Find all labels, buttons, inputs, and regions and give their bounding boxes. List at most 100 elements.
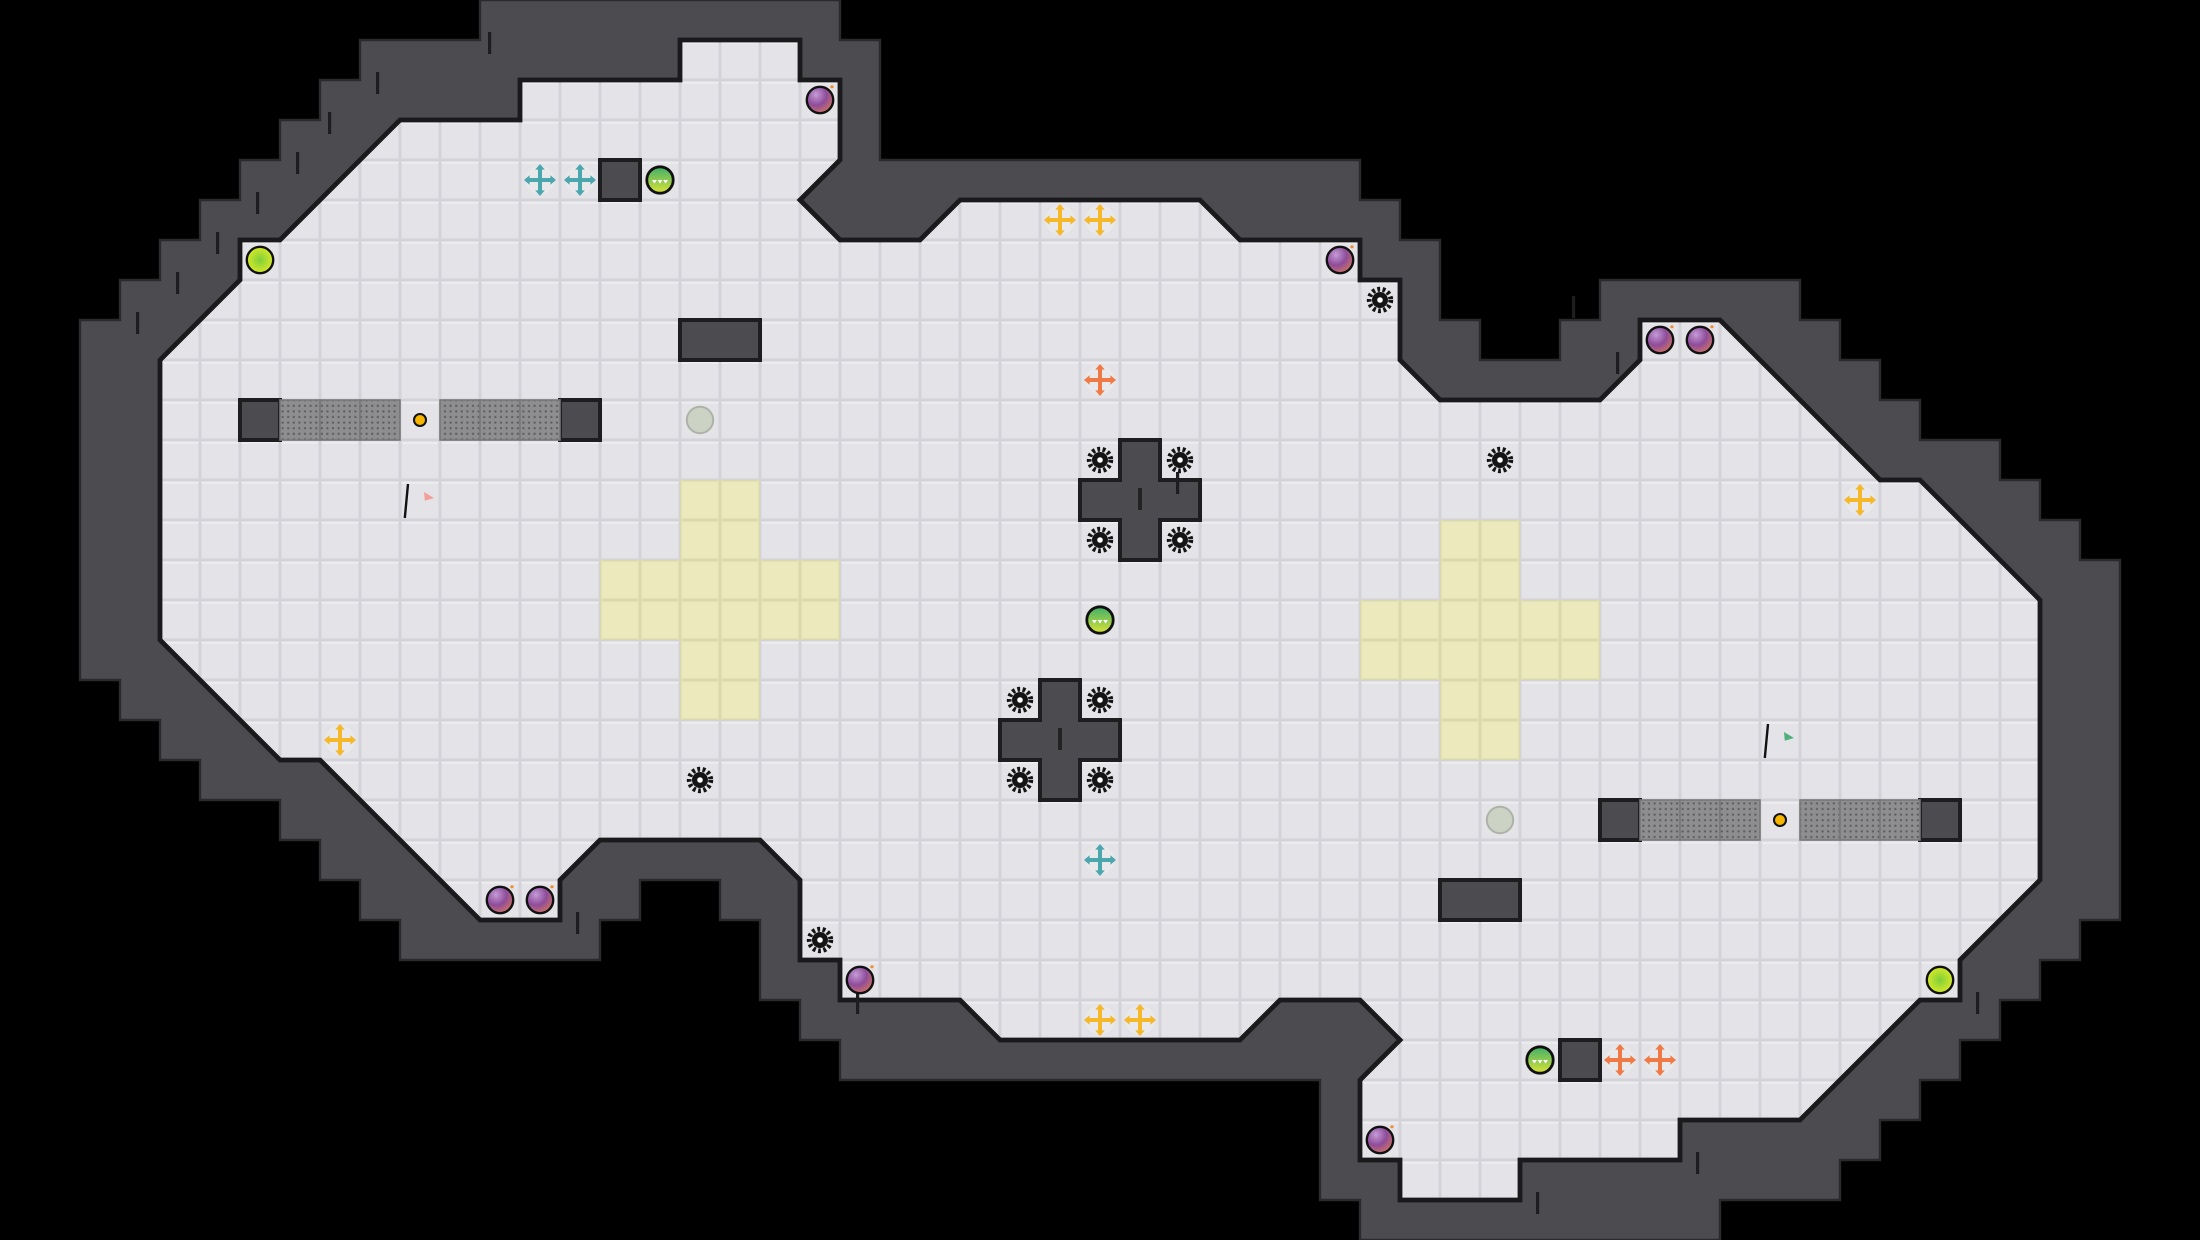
gear-hole <box>1177 457 1183 463</box>
yellow-ball-icon[interactable] <box>245 245 275 275</box>
grate <box>1879 799 1921 841</box>
cross-arms <box>1086 366 1114 394</box>
gear-hole <box>697 777 703 783</box>
bomb-body <box>1645 325 1675 355</box>
grate <box>1639 799 1681 841</box>
green-ball-icon[interactable] <box>1525 1045 1555 1075</box>
gear-icon <box>1086 686 1114 714</box>
cross-mover-yellow-icon[interactable] <box>1124 1004 1156 1036</box>
gear-hole <box>1097 537 1103 543</box>
green-ball-icon[interactable] <box>1085 605 1115 635</box>
green-ball-teeth <box>1532 1060 1549 1064</box>
gear-icon <box>1006 686 1034 714</box>
switch-circle[interactable] <box>685 405 715 435</box>
green-ball-teeth <box>652 180 668 184</box>
cross-mover-yellow-icon[interactable] <box>324 724 356 756</box>
bomb-icon[interactable] <box>845 965 875 995</box>
gear-icon <box>1086 526 1114 554</box>
cross-mover-teal-icon[interactable] <box>524 164 556 196</box>
yellow-ball-icon[interactable] <box>1925 965 1955 995</box>
bomb-icon[interactable] <box>1645 325 1675 355</box>
gear-hole <box>1497 457 1503 463</box>
flag-pole <box>403 483 410 519</box>
gear-teeth <box>806 926 834 954</box>
wall-block <box>558 398 602 442</box>
coin-icon[interactable] <box>1772 813 1787 828</box>
gear-teeth <box>1166 526 1194 554</box>
green-ball-teeth <box>1092 620 1108 624</box>
cross-arms <box>526 166 554 194</box>
highlight-zone <box>600 560 840 640</box>
cross-mover-orange-icon[interactable] <box>1604 1044 1636 1076</box>
bomb-fuse <box>1710 325 1714 329</box>
cross-mover-yellow-icon[interactable] <box>1044 204 1076 236</box>
bomb-fuse <box>1390 1125 1394 1129</box>
cross-mover-teal-icon[interactable] <box>1084 844 1116 876</box>
cross-mover-yellow-icon[interactable] <box>1084 204 1116 236</box>
gear-teeth <box>686 766 714 794</box>
wall-mark <box>488 32 492 54</box>
cross-mover-yellow-icon[interactable] <box>1084 1004 1116 1036</box>
gear-hole <box>1017 697 1023 703</box>
gear-icon <box>1166 526 1194 554</box>
wall-mark <box>1138 488 1142 510</box>
gear-teeth <box>1366 286 1394 314</box>
gear-hole <box>1097 697 1103 703</box>
cross-mover-orange-icon[interactable] <box>1084 364 1116 396</box>
gear-icon <box>806 926 834 954</box>
grate <box>319 399 361 441</box>
bomb-fuse <box>550 885 554 889</box>
cross-mover-orange-icon[interactable] <box>1644 1044 1676 1076</box>
bomb-body <box>805 85 835 115</box>
cross-arms <box>1086 846 1114 874</box>
cross-arms <box>1606 1046 1634 1074</box>
gear-teeth <box>1006 686 1034 714</box>
bomb-icon[interactable] <box>485 885 515 915</box>
wall-bar <box>678 318 762 362</box>
coin-icon[interactable] <box>413 413 428 428</box>
bomb-icon[interactable] <box>1365 1125 1395 1155</box>
grate <box>519 399 561 441</box>
grate <box>1679 799 1721 841</box>
cross-arms <box>1086 1006 1114 1034</box>
grate <box>279 399 321 441</box>
goal-flag[interactable] <box>1763 723 1794 759</box>
gear-hole <box>1377 297 1383 303</box>
bomb-icon[interactable] <box>1685 325 1715 355</box>
green-ball-icon[interactable] <box>645 165 675 195</box>
bomb-icon[interactable] <box>1325 245 1355 275</box>
bomb-icon[interactable] <box>805 85 835 115</box>
cross-arms <box>1846 486 1874 514</box>
bomb-body <box>1325 245 1355 275</box>
bomb-fuse <box>510 885 514 889</box>
plus-wall <box>1078 438 1202 562</box>
flag-tip <box>1784 732 1794 741</box>
gear-hole <box>1017 777 1023 783</box>
cross-arms <box>566 166 594 194</box>
flag-tip <box>424 492 434 501</box>
grate <box>1719 799 1761 841</box>
gear-teeth <box>1006 766 1034 794</box>
wall-mark <box>328 112 332 134</box>
switch-circle[interactable] <box>1485 805 1515 835</box>
start-flag[interactable] <box>403 483 434 519</box>
wall-mark <box>856 992 860 1014</box>
wall-marks <box>136 32 1980 1214</box>
grate <box>1839 799 1881 841</box>
wall-mark <box>1976 992 1980 1014</box>
bomb-body <box>1685 325 1715 355</box>
gear-teeth <box>1086 526 1114 554</box>
cross-mover-yellow-icon[interactable] <box>1844 484 1876 516</box>
grate <box>1799 799 1841 841</box>
wall-block <box>1558 1038 1602 1082</box>
plus-wall <box>998 678 1122 802</box>
bomb-body <box>525 885 555 915</box>
gear-icon <box>1086 766 1114 794</box>
wall-mark <box>216 232 220 255</box>
cross-mover-teal-icon[interactable] <box>564 164 596 196</box>
cross-arms <box>1046 206 1074 234</box>
bomb-icon[interactable] <box>525 885 555 915</box>
entities <box>245 85 1955 1155</box>
wall-mark <box>1696 1152 1700 1174</box>
